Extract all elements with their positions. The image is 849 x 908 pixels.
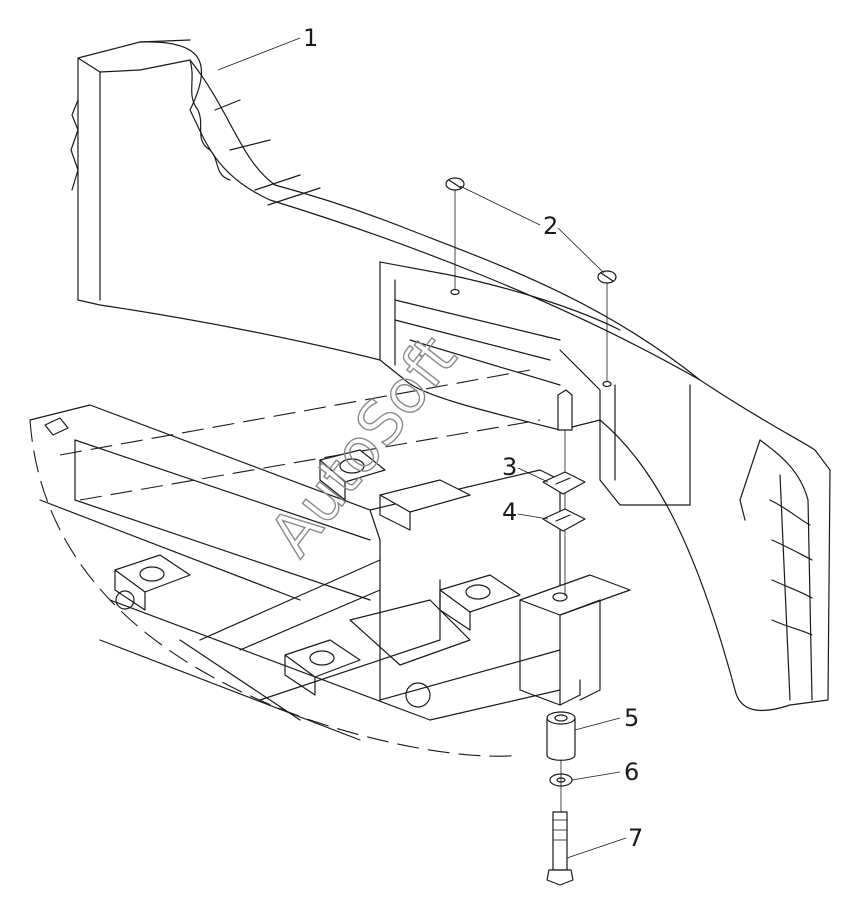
callout-5: 5 xyxy=(624,704,639,732)
callout-2: 2 xyxy=(543,212,558,240)
callout-3: 3 xyxy=(502,453,517,481)
callout-7: 7 xyxy=(628,824,643,852)
shim-3 xyxy=(542,471,586,495)
callout-4: 4 xyxy=(502,498,517,526)
shim-4 xyxy=(542,508,586,532)
screw-right xyxy=(597,270,617,382)
hex-bolt xyxy=(546,760,574,886)
chassis-frame xyxy=(29,369,631,757)
callout-1: 1 xyxy=(303,24,318,52)
bumper xyxy=(70,39,831,712)
callout-6: 6 xyxy=(624,758,639,786)
watermark: AutoSoft xyxy=(257,323,471,569)
spacer-sleeve xyxy=(546,711,576,761)
screw-left xyxy=(445,177,465,290)
leader-lines xyxy=(217,37,627,859)
